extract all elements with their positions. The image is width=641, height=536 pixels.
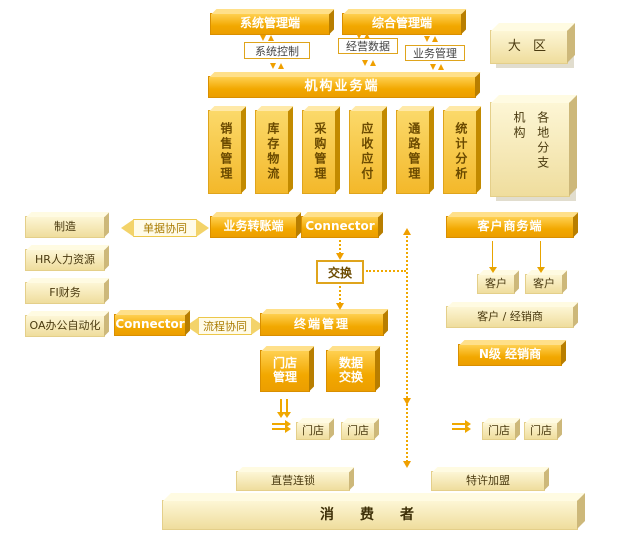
arrowhead-down-icon xyxy=(403,398,411,405)
node-org-business: 机构业务端 xyxy=(208,76,476,98)
updown-arrow-icon xyxy=(260,35,274,41)
node-module-inventory: 库存物流 xyxy=(255,110,289,194)
node-oa: OA办公自动化 xyxy=(25,315,105,337)
node-data-exchange: 数据交换 xyxy=(326,350,376,392)
node-hr: HR人力资源 xyxy=(25,249,105,271)
tag-doc-collab: 单据协同 xyxy=(133,219,197,237)
arrow-down-line xyxy=(489,241,497,273)
node-module-channel: 通路管理 xyxy=(396,110,430,194)
node-terminal-mgmt: 终端管理 xyxy=(260,313,384,336)
node-exchange: 交换 xyxy=(316,260,364,284)
node-consumer: 消 费 者 xyxy=(162,500,578,530)
arrow-down-line xyxy=(537,241,545,273)
node-branches: 机构 各地分支 xyxy=(490,102,570,197)
node-customer-a: 客户 xyxy=(477,274,515,294)
arrowhead-down-icon xyxy=(336,253,344,260)
node-store-right-2: 门店 xyxy=(524,422,558,440)
node-franchise: 特许加盟 xyxy=(431,471,545,491)
updown-arrow-icon xyxy=(424,36,438,42)
branches-org-label: 机构 xyxy=(512,111,526,141)
branches-branch-label: 各地分支 xyxy=(535,111,550,171)
node-manufacturing: 制造 xyxy=(25,216,105,238)
node-direct-chain: 直营连锁 xyxy=(236,471,350,491)
double-arrow-down-icon xyxy=(277,399,291,418)
dotted-line-vertical-main xyxy=(406,236,408,462)
node-region: 大 区 xyxy=(490,30,568,64)
node-module-sales: 销售管理 xyxy=(208,110,242,194)
node-store-center-1: 门店 xyxy=(296,422,330,440)
node-module-ar-ap: 应收应付 xyxy=(349,110,383,194)
node-business-mgmt: 业务管理 xyxy=(405,45,465,61)
node-store-mgmt: 门店管理 xyxy=(260,350,310,392)
tag-process-collab: 流程协同 xyxy=(198,317,252,335)
node-transfer: 业务转账端 xyxy=(210,216,297,238)
node-n-dealer: N级 经销商 xyxy=(458,344,562,366)
double-arrow-right-icon xyxy=(452,420,471,433)
dotted-line-vertical xyxy=(339,286,341,304)
dotted-line-vertical xyxy=(339,240,341,254)
node-module-statistics: 统计分析 xyxy=(443,110,477,194)
arrowhead-down-icon xyxy=(336,303,344,310)
node-module-purchasing: 采购管理 xyxy=(302,110,336,194)
node-store-right-1: 门店 xyxy=(482,422,516,440)
node-system-mgmt: 系统管理端 xyxy=(210,13,330,35)
node-system-control: 系统控制 xyxy=(244,42,310,59)
node-connector-left: Connector xyxy=(114,314,186,336)
dotted-line-horizontal xyxy=(366,270,406,272)
arrowhead-down-icon xyxy=(403,461,411,468)
node-business-data: 经营数据 xyxy=(338,38,398,54)
node-store-center-2: 门店 xyxy=(341,422,375,440)
node-finance: FI财务 xyxy=(25,282,105,304)
updown-arrow-icon xyxy=(362,60,376,66)
updown-arrow-icon xyxy=(430,64,444,70)
node-customer-biz: 客户商务端 xyxy=(446,216,574,238)
node-customer-b: 客户 xyxy=(525,274,563,294)
updown-arrow-icon xyxy=(356,33,370,39)
node-comprehensive-mgmt: 综合管理端 xyxy=(342,13,462,35)
node-connector-top: Connector xyxy=(301,216,379,238)
updown-arrow-icon xyxy=(270,63,284,69)
node-customer-dealer: 客户 / 经销商 xyxy=(446,306,574,328)
double-arrow-right-icon xyxy=(272,420,291,433)
arrowhead-up-icon xyxy=(403,228,411,235)
